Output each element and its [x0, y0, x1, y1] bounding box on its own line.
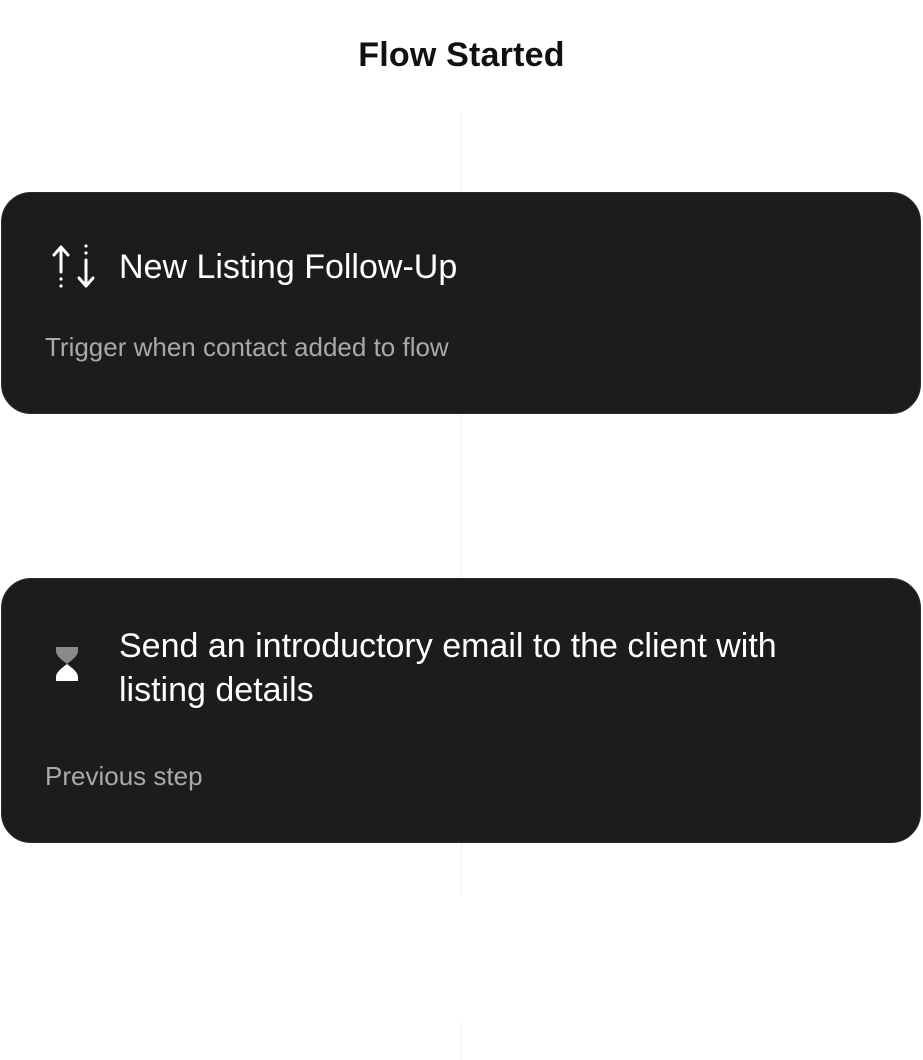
hourglass-icon — [56, 647, 78, 681]
flow-step-title: Send an introductory email to the client… — [119, 627, 777, 709]
flow-connector-line — [461, 1020, 462, 1060]
flow-step-subtitle: Trigger when contact added to flow — [45, 332, 449, 362]
flow-step-card-email[interactable] — [1, 578, 921, 843]
page-title: Flow Started — [358, 36, 565, 74]
flow-step-subtitle: Previous step — [45, 761, 203, 791]
arrow-up-down-icon — [52, 244, 95, 288]
flow-step-card-trigger[interactable] — [1, 192, 921, 414]
flow-connector-line — [461, 414, 462, 578]
flow-connector-line — [461, 843, 462, 895]
flow-step-title: New Listing Follow-Up — [119, 248, 458, 286]
flow-connector-line — [461, 112, 462, 192]
